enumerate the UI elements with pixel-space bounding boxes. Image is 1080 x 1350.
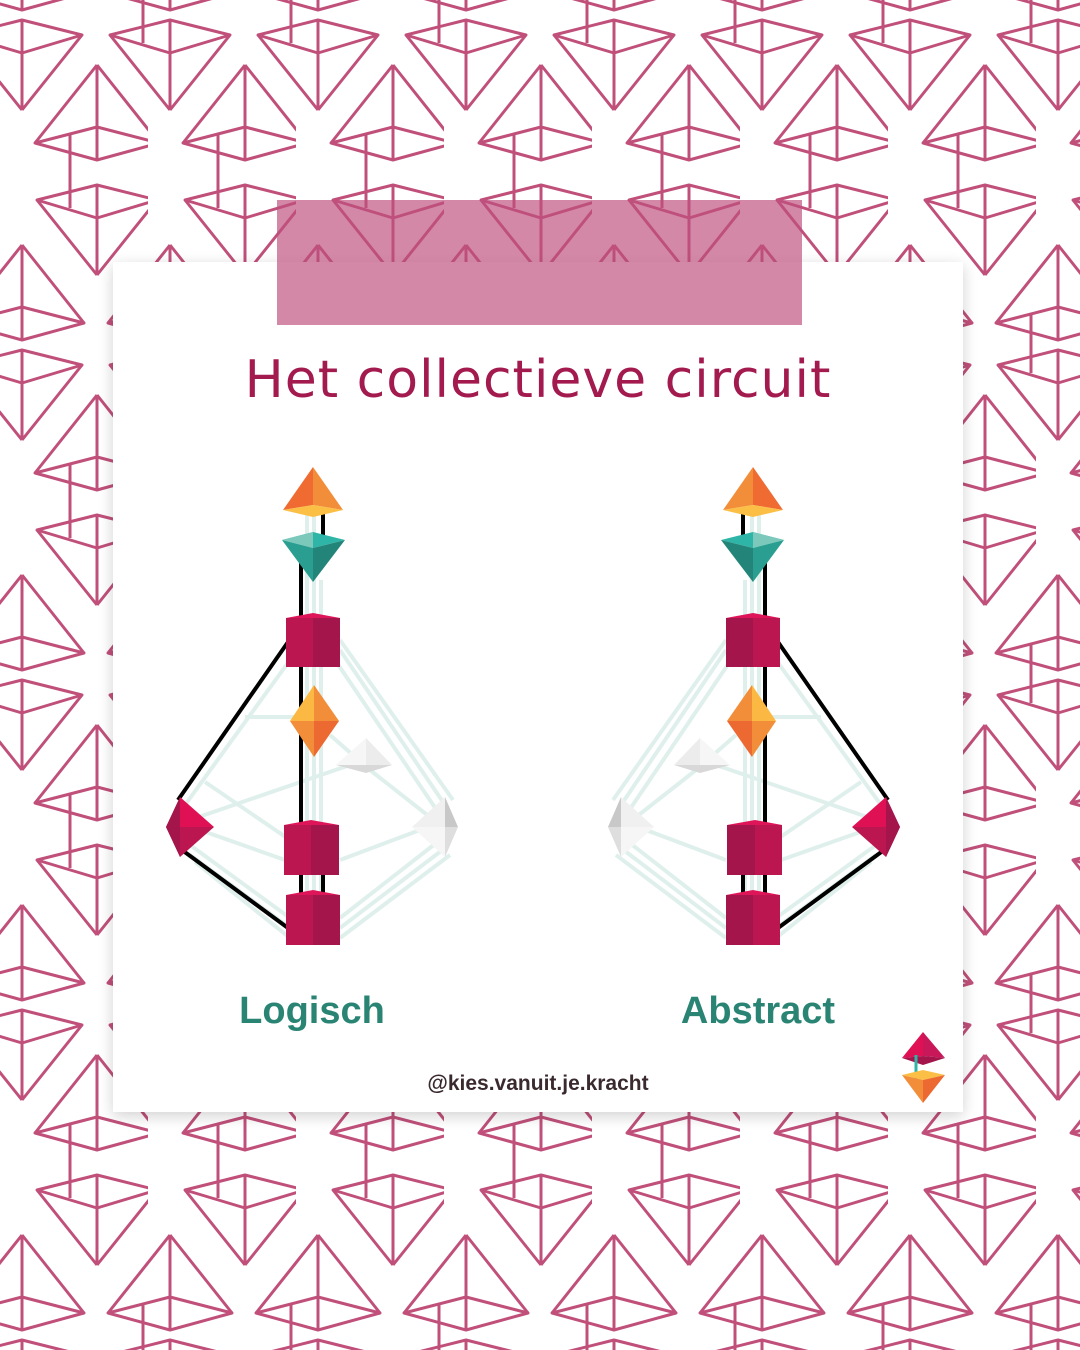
brand-logo-icon (902, 1032, 945, 1103)
diagram-label-abstract: Abstract (680, 990, 836, 1032)
page-title: Het collectieve circuit (244, 350, 832, 410)
bodygraph-logisch (164, 465, 460, 947)
diagram-label-logisch: Logisch (239, 990, 385, 1032)
social-handle: @kies.vanuit.je.kracht (427, 1072, 649, 1095)
decorative-tape (277, 200, 802, 325)
bodygraph-abstract (606, 465, 902, 947)
